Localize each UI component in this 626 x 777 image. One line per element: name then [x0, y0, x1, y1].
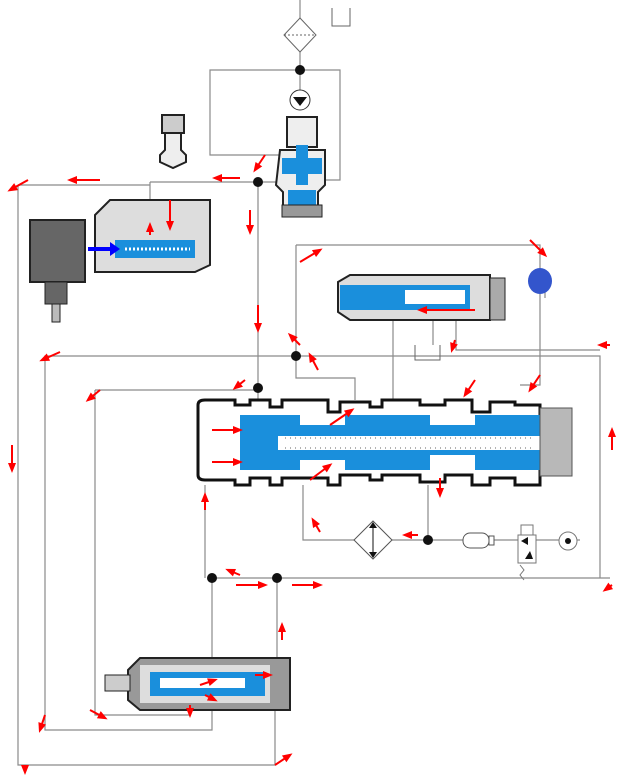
hydraulic-line — [94, 390, 190, 716]
flow-arrow-icon — [246, 210, 254, 235]
flow-arrow-icon — [602, 582, 614, 592]
flow-arrow-icon — [254, 305, 262, 333]
junction-dot — [295, 65, 305, 75]
flow-arrow-icon — [311, 517, 321, 533]
regulator-valve-icon — [104, 657, 291, 711]
hydraulic-line — [455, 320, 600, 351]
flow-arrow-icon — [274, 753, 293, 766]
heat-exchanger-icon — [353, 520, 393, 560]
flow-arrow-icon — [212, 458, 243, 466]
flow-arrow-icon — [146, 222, 154, 235]
flow-arrow-icon — [225, 568, 241, 577]
flow-arrow-icon — [89, 709, 108, 720]
flow-arrow-icon — [38, 714, 47, 733]
flow-arrow-icon — [309, 463, 333, 481]
solenoid-valve-icon — [29, 199, 211, 323]
flow-arrow-icon — [67, 176, 100, 184]
pump-icon — [289, 89, 311, 111]
flow-arrows — [7, 154, 616, 775]
flow-arrow-icon — [199, 678, 218, 687]
flow-arrow-icon — [278, 622, 286, 640]
flow-arrow-icon — [7, 179, 29, 192]
flow-arrow-icon — [597, 341, 610, 349]
flow-arrow-icon — [201, 492, 209, 510]
hydraulic-lines — [17, 0, 610, 766]
hydraulic-line — [302, 485, 354, 541]
flow-arrow-icon — [8, 445, 16, 473]
flow-arrow-icon — [436, 478, 444, 498]
check-valve-icon — [159, 114, 187, 170]
pilot-valve-icon — [337, 268, 552, 361]
gauge-icon — [558, 531, 578, 551]
flow-arrow-icon — [287, 332, 301, 346]
relief-valve-icon — [274, 116, 326, 218]
accumulator-icon — [462, 532, 495, 549]
directional-valve-icon — [517, 524, 537, 581]
flow-arrow-icon — [528, 374, 541, 393]
flow-arrow-icon — [39, 351, 61, 362]
flow-arrow-icon — [21, 765, 29, 775]
hydraulic-line — [520, 294, 541, 386]
hydraulic-line — [296, 244, 541, 268]
pilot-indicator-icon — [528, 268, 552, 294]
hydraulic-line — [300, 69, 341, 181]
flow-arrow-icon — [292, 581, 323, 589]
junction-dot — [291, 351, 301, 361]
flow-arrow-icon — [186, 705, 194, 718]
flow-arrow-icon — [212, 174, 240, 182]
flow-arrow-icon — [236, 581, 268, 589]
flow-arrow-icon — [85, 389, 101, 402]
spool-valve-icon — [196, 398, 573, 487]
flow-arrow-icon — [402, 531, 418, 539]
flow-arrow-icon — [212, 426, 243, 434]
flow-arrow-icon — [417, 306, 475, 314]
flow-arrow-icon — [329, 408, 355, 426]
flow-arrow-icon — [450, 339, 458, 353]
flow-arrow-icon — [463, 379, 476, 398]
tank-icon — [331, 8, 351, 27]
flow-arrow-icon — [299, 248, 323, 263]
filter-diamond-icon — [283, 17, 317, 53]
flow-arrow-icon — [253, 154, 266, 173]
junction-dot — [207, 573, 217, 583]
hydraulic-line — [44, 355, 296, 731]
junction-dot — [423, 535, 433, 545]
flow-arrow-icon — [204, 693, 218, 702]
junction-dot — [253, 383, 263, 393]
hydraulic-line — [296, 355, 601, 578]
flow-arrow-icon — [529, 239, 548, 258]
junction-dot — [272, 573, 282, 583]
flow-arrow-icon — [308, 352, 319, 371]
hydraulic-line — [295, 245, 356, 400]
junction-dot — [253, 177, 263, 187]
flow-arrow-icon — [166, 200, 174, 231]
flow-arrow-icon — [232, 379, 246, 390]
hydraulic-line — [209, 69, 300, 156]
flow-arrow-icon — [608, 427, 616, 450]
junction-dots — [207, 65, 433, 583]
hydraulic-line — [17, 185, 276, 766]
flow-arrow-icon — [255, 671, 273, 679]
